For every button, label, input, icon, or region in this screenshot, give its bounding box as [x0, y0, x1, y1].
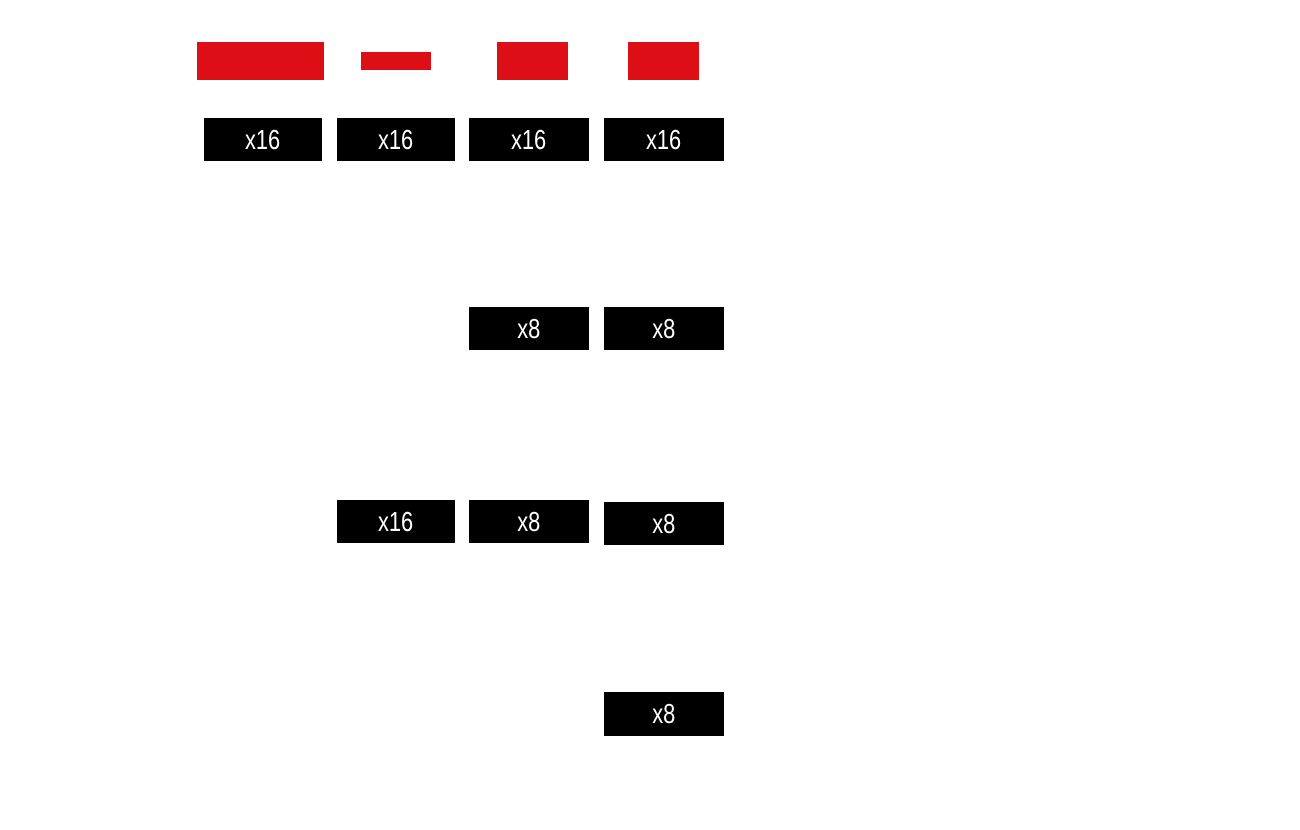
- red-bar-config-2: [361, 52, 431, 70]
- red-bar-config-1: [197, 42, 324, 80]
- slot-lane-width-label: x8: [517, 505, 541, 537]
- slot-col4-row4: x8: [604, 692, 724, 736]
- slot-col2-row3: x16: [337, 500, 455, 543]
- slot-lane-width-label: x16: [378, 505, 414, 537]
- red-bar-config-4: [628, 42, 699, 80]
- slot-lane-width-label: x8: [517, 312, 541, 344]
- slot-col4-row3: x8: [604, 502, 724, 545]
- slot-col3-row3: x8: [469, 500, 589, 543]
- slot-lane-width-label: x16: [378, 123, 414, 155]
- slot-col4-row1: x16: [604, 118, 724, 161]
- slot-col1-row1: x16: [204, 118, 322, 161]
- slot-lane-width-label: x8: [652, 312, 676, 344]
- slot-col3-row2: x8: [469, 307, 589, 350]
- red-bar-config-3: [497, 42, 568, 80]
- slot-col2-row1: x16: [337, 118, 455, 161]
- slot-lane-width-label: x16: [511, 123, 547, 155]
- slot-lane-width-label: x16: [245, 123, 281, 155]
- slot-col4-row2: x8: [604, 307, 724, 350]
- slot-lane-width-label: x8: [652, 698, 676, 729]
- slot-col3-row1: x16: [469, 118, 589, 161]
- slot-lane-width-label: x16: [646, 123, 682, 155]
- slot-lane-width-label: x8: [652, 507, 676, 539]
